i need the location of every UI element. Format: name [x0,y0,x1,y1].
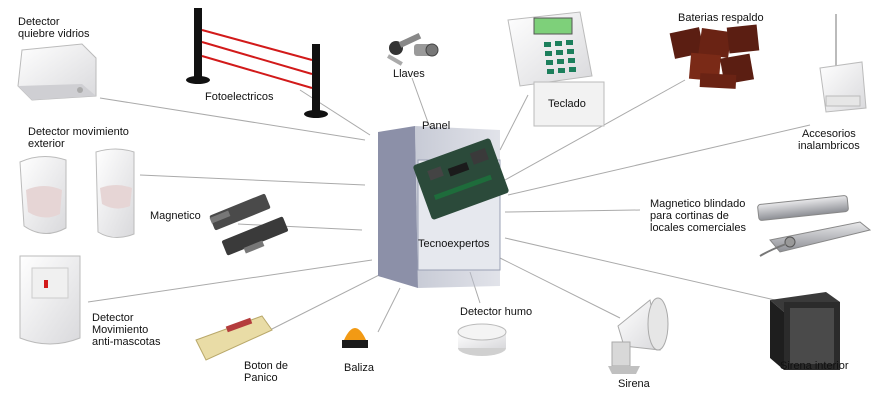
connector-line [237,223,363,231]
outdoor-motion-detector-icon [19,148,135,238]
keys-icon [386,32,439,66]
label-keys: Llaves [393,68,425,80]
smoke-detector-icon [457,323,507,356]
connector-line [499,94,529,151]
label-siren: Sirena [618,378,650,390]
label-indoor-siren: Sirena interior [780,360,849,372]
connector-line [139,174,366,186]
connector-lines [87,77,811,333]
connector-line [377,287,401,333]
label-panel: Panel [422,120,451,132]
control-board-icon [413,138,509,220]
label-beacon: Baliza [344,362,374,374]
connector-line [504,237,776,301]
connector-line [507,124,811,196]
armored-magnetic-contact-icon [757,195,872,257]
battery-icon [669,24,760,89]
keypad-icon [507,11,605,127]
label-smoke: Detector humo [460,306,533,318]
photoelectric-beam-icon [186,8,328,118]
label-magnetic: Magnetico [150,210,201,222]
connector-line [87,259,373,303]
horn-siren-icon [608,297,669,374]
connector-line [504,209,641,213]
wireless-receiver-icon [819,14,867,113]
label-keypad: Teclado [548,98,586,110]
connector-line [504,79,686,181]
panic-button-icon [195,315,273,361]
connector-line [499,257,621,319]
label-panel-brand: Tecnoexpertos [418,238,490,250]
beacon-light-icon [342,328,368,348]
connector-line [411,77,431,129]
pet-immune-motion-detector-icon [19,255,81,345]
indoor-siren-icon [770,292,840,370]
label-photoelectric: Fotoelectricos [205,91,274,103]
magnetic-contact-icon [209,193,288,256]
connector-line [99,97,366,141]
connector-line [269,271,386,331]
alarm-panel [378,126,509,288]
label-batteries: Baterias respaldo [678,12,764,24]
connector-line [299,89,371,136]
glass-break-detector-icon [17,43,97,101]
